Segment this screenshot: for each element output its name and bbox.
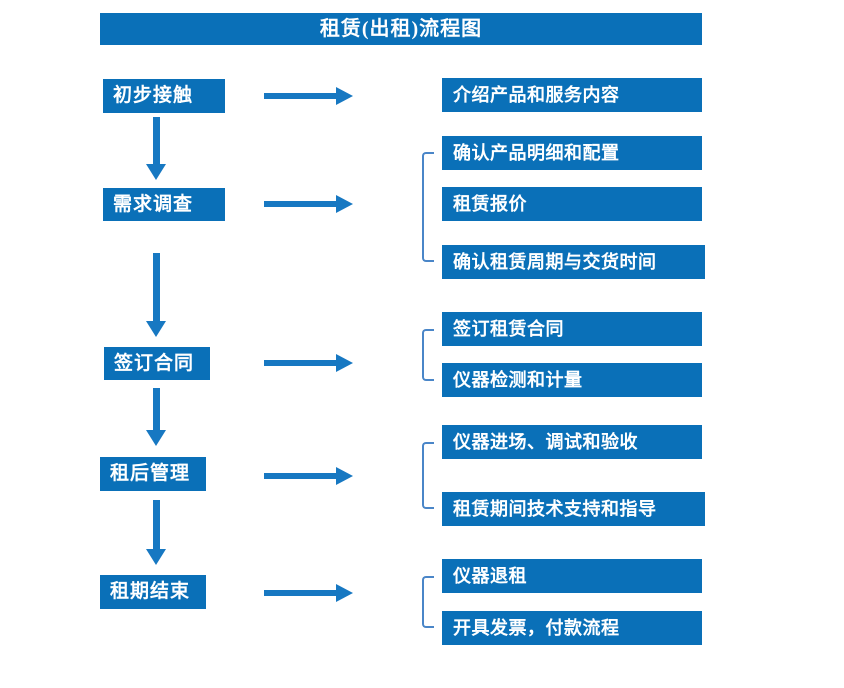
- detail-box-rental-quote: 租赁报价: [442, 187, 702, 221]
- arrow-head: [146, 430, 166, 446]
- detail-box-technical-support: 租赁期间技术支持和指导: [442, 492, 705, 526]
- arrow-shaft: [153, 253, 160, 321]
- arrow-shaft: [153, 500, 160, 549]
- detail-box-confirm-period-delivery: 确认租赁周期与交货时间: [442, 245, 705, 279]
- group-bracket-step2: [422, 152, 434, 262]
- arrow-head: [336, 87, 353, 105]
- arrow-head: [336, 195, 353, 213]
- arrow-head: [336, 584, 353, 602]
- group-bracket-step3: [422, 329, 434, 381]
- arrow-head: [146, 321, 166, 337]
- detail-box-instrument-testing: 仪器检测和计量: [442, 363, 702, 397]
- step-box-initial-contact: 初步接触: [103, 79, 225, 113]
- arrow-head: [336, 467, 353, 485]
- arrow-shaft: [264, 360, 340, 366]
- arrow-head: [336, 354, 353, 372]
- detail-box-invoice-payment: 开具发票，付款流程: [442, 611, 702, 645]
- group-bracket-step5: [422, 576, 434, 628]
- step-box-post-rental-management: 租后管理: [100, 457, 206, 491]
- arrow-head: [146, 549, 166, 565]
- detail-box-introduce-products: 介绍产品和服务内容: [442, 78, 702, 112]
- arrow-head: [146, 164, 166, 180]
- arrow-shaft: [264, 473, 340, 479]
- arrow-shaft: [153, 388, 160, 430]
- detail-box-confirm-product-details: 确认产品明细和配置: [442, 136, 702, 170]
- detail-box-sign-rental-contract: 签订租赁合同: [442, 312, 702, 346]
- group-bracket-step4: [422, 442, 434, 509]
- step-box-sign-contract: 签订合同: [104, 347, 210, 380]
- flowchart-title: 租赁(出租)流程图: [100, 13, 702, 45]
- step-box-rental-end: 租期结束: [100, 575, 206, 609]
- arrow-shaft: [264, 201, 340, 207]
- arrow-shaft: [153, 117, 160, 164]
- arrow-shaft: [264, 93, 340, 99]
- arrow-shaft: [264, 590, 340, 596]
- step-box-demand-survey: 需求调查: [103, 188, 225, 221]
- detail-box-instrument-setup: 仪器进场、调试和验收: [442, 425, 702, 459]
- detail-box-instrument-return: 仪器退租: [442, 559, 702, 593]
